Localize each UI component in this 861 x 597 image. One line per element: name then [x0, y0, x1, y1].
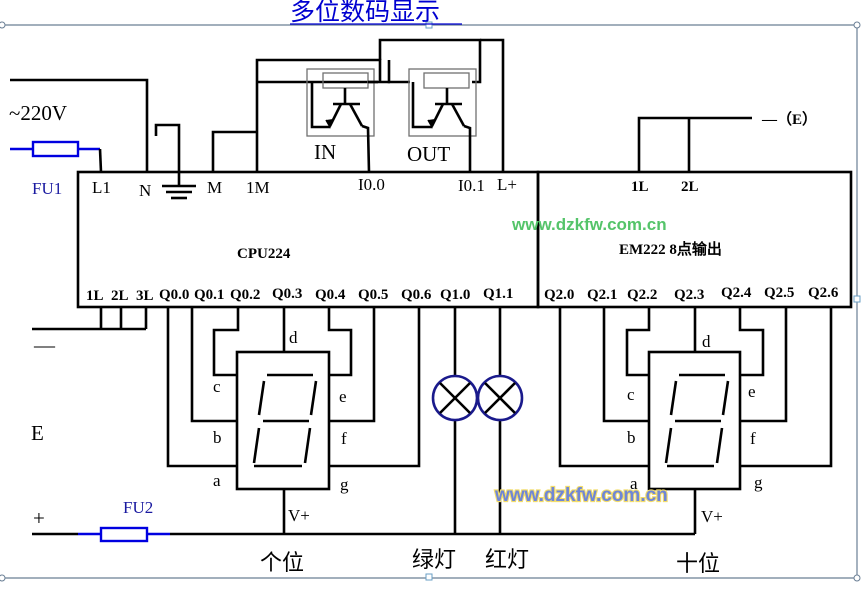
red-lamp-icon — [476, 374, 524, 422]
svg-text:Q0.0: Q0.0 — [159, 287, 189, 303]
units-digit-wiring — [166, 307, 421, 534]
dc-plus-label: + — [33, 506, 45, 530]
tens-vplus-label: V+ — [701, 507, 723, 526]
tens-seg-d: d — [702, 332, 711, 351]
units-seg-e: e — [339, 387, 347, 406]
ac-voltage-label: ~220V — [9, 101, 67, 125]
terminal-1m: 1M — [246, 178, 270, 197]
em-supply-label: —（E） — [761, 110, 817, 128]
terminal-i0-0: I0.0 — [358, 175, 385, 194]
units-seg-g: g — [340, 475, 349, 494]
terminal-m: M — [207, 178, 222, 197]
tens-seg-g: g — [754, 473, 763, 492]
fuse2-label: FU2 — [123, 498, 153, 517]
svg-text:Q0.2: Q0.2 — [230, 287, 260, 303]
ground-wire — [154, 123, 181, 186]
svg-text:Q2.0: Q2.0 — [544, 287, 574, 303]
sensor-supply-wire — [378, 38, 482, 84]
em-terminal-2l: 2L — [681, 179, 699, 195]
fuse2-symbol — [99, 526, 149, 543]
diagram-title: 多位数码显示 — [290, 0, 440, 26]
svg-text:Q2.3: Q2.3 — [674, 287, 704, 303]
tens-seg-f: f — [750, 429, 756, 448]
tens-digit-label: 十位 — [676, 552, 720, 577]
selection-frame — [0, 21, 861, 582]
units-seven-segment-display — [235, 350, 331, 491]
fuse1-symbol — [31, 140, 80, 158]
svg-text:Q0.3: Q0.3 — [272, 286, 302, 302]
green-lamp-icon — [431, 374, 479, 422]
svg-text:Q2.5: Q2.5 — [764, 285, 794, 301]
watermark-green: www.dzkfw.com.cn — [511, 215, 667, 234]
tens-seven-segment-display — [647, 350, 742, 491]
tens-seg-e: e — [748, 382, 756, 401]
svg-text:Q1.1: Q1.1 — [483, 286, 513, 302]
units-digit-label: 个位 — [260, 551, 304, 576]
cpu-model-label: CPU224 — [237, 246, 291, 262]
terminal-lplus: L+ — [497, 175, 517, 194]
svg-text:Q2.6: Q2.6 — [808, 285, 839, 301]
units-seg-c: c — [213, 377, 221, 396]
terminal-n: N — [139, 181, 151, 200]
red-lamp-label: 红灯 — [485, 548, 529, 573]
m-wire — [211, 130, 257, 172]
terminal-i0-1: I0.1 — [458, 176, 485, 195]
svg-text:Q2.1: Q2.1 — [587, 287, 617, 303]
lplus-wire — [480, 38, 505, 172]
ground-icon — [162, 184, 196, 200]
svg-text:Q1.0: Q1.0 — [440, 287, 470, 303]
em-bottom-terminals: Q2.0 Q2.1 Q2.2 Q2.3 Q2.4 Q2.5 Q2.6 — [544, 285, 839, 303]
terminal-l1: L1 — [92, 178, 111, 197]
svg-text:Q2.2: Q2.2 — [627, 287, 657, 303]
watermark-blue: www.dzkfw.com.cn — [494, 485, 668, 506]
em-model-label: EM222 8点输出 — [619, 240, 722, 258]
1m-wire — [255, 58, 382, 172]
units-seg-b: b — [213, 428, 222, 447]
svg-text:Q2.4: Q2.4 — [721, 285, 752, 301]
cpu-top-terminals: L1 N M 1M I0.0 I0.1 L+ — [92, 175, 517, 200]
svg-text:2L: 2L — [111, 288, 129, 304]
tens-seg-a: a — [630, 474, 638, 493]
units-segments-icon — [252, 373, 318, 468]
in-sensor — [306, 68, 378, 173]
out-sensor-label: OUT — [407, 142, 450, 166]
svg-text:3L: 3L — [136, 288, 154, 304]
svg-text:Q0.1: Q0.1 — [194, 287, 224, 303]
em-supply-wire — [637, 116, 752, 172]
tens-seg-c: c — [627, 385, 635, 404]
units-seg-d: d — [289, 328, 298, 347]
tens-digit-wiring — [558, 307, 833, 534]
out-sensor — [408, 68, 477, 172]
l1-wire — [98, 148, 103, 173]
tens-segments-icon — [664, 373, 730, 468]
svg-text:Q0.6: Q0.6 — [401, 287, 432, 303]
neutral-wire — [10, 78, 149, 172]
fuse1-label: FU1 — [32, 179, 62, 198]
in-sensor-label: IN — [314, 140, 336, 164]
svg-text:Q0.5: Q0.5 — [358, 287, 388, 303]
units-vplus-label: V+ — [288, 506, 310, 525]
green-lamp-label: 绿灯 — [412, 548, 456, 573]
svg-text:Q0.4: Q0.4 — [315, 287, 346, 303]
units-seg-a: a — [213, 471, 221, 490]
em-terminal-1l: 1L — [631, 179, 649, 195]
svg-text:1L: 1L — [86, 288, 104, 304]
dc-minus-label: — — [33, 333, 56, 357]
tens-seg-b: b — [627, 428, 636, 447]
units-seg-f: f — [341, 429, 347, 448]
cpu-bottom-terminals: 1L 2L 3L Q0.0 Q0.1 Q0.2 Q0.3 Q0.4 Q0.5 Q… — [86, 286, 513, 304]
dc-label: E — [31, 421, 44, 445]
lamp-wiring — [453, 307, 502, 534]
